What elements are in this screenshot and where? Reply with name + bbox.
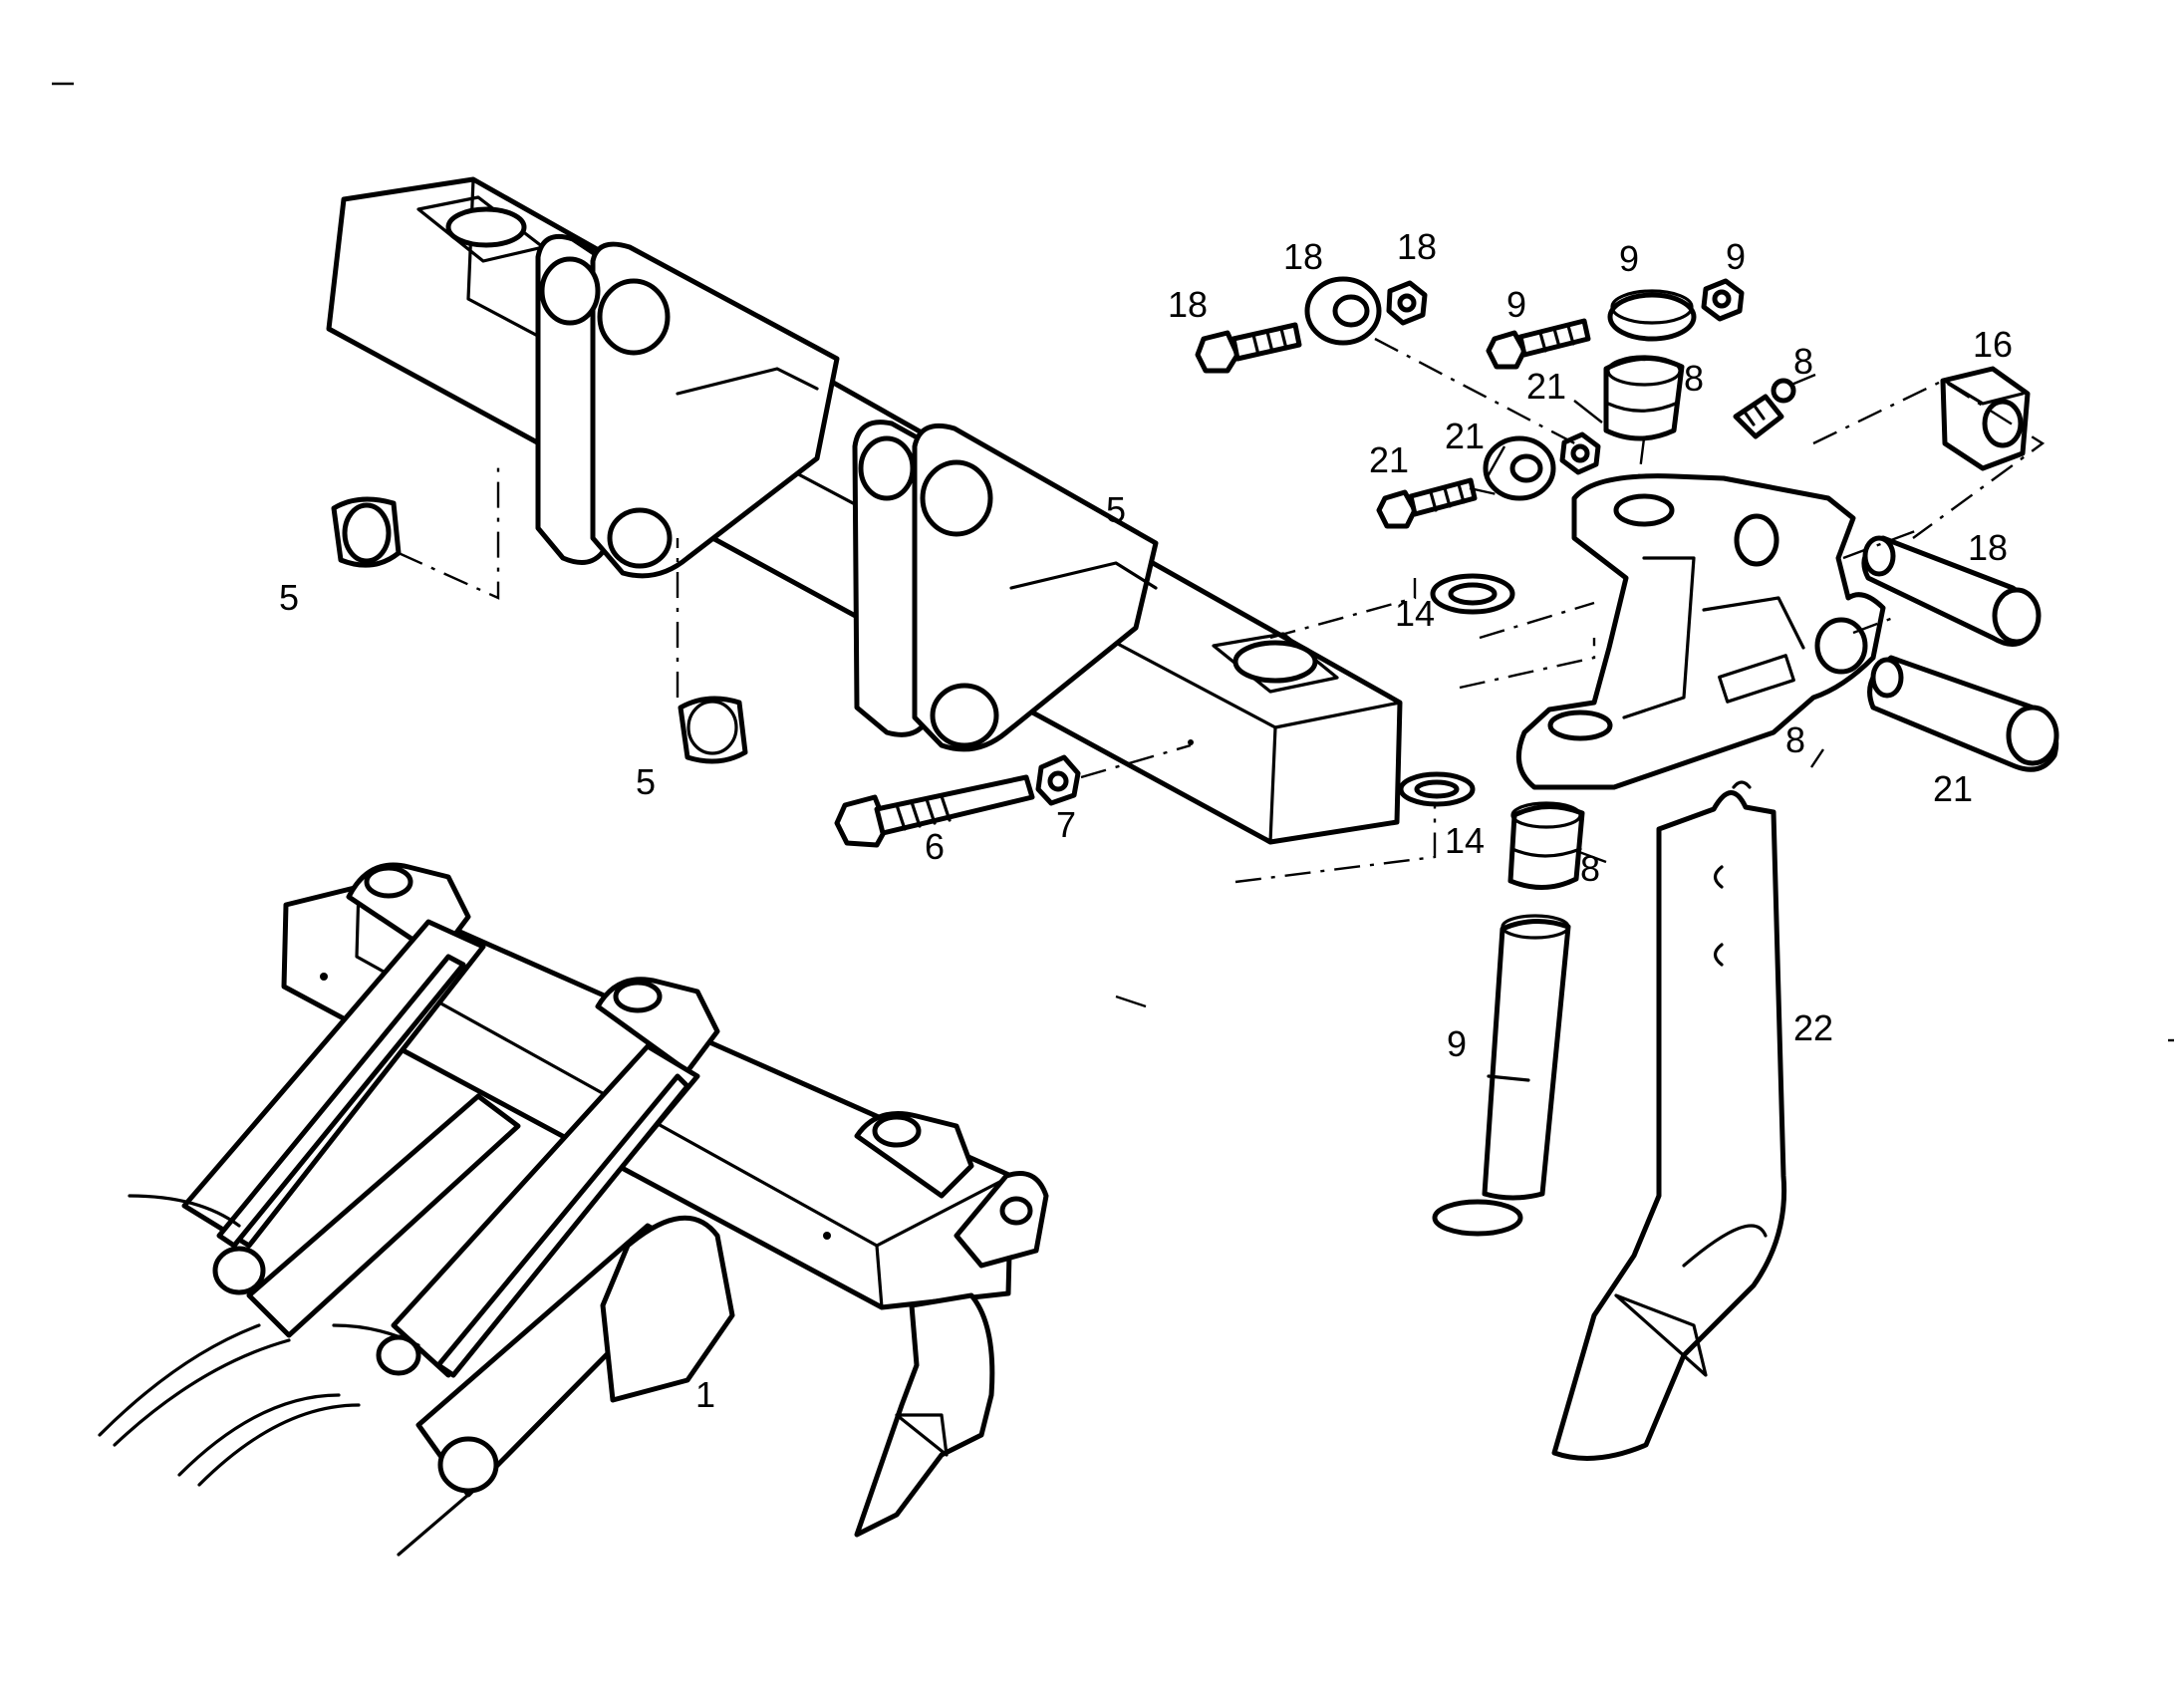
callout-14b: 14 — [1445, 820, 1485, 861]
callout-leaders — [1115, 373, 1824, 1008]
callout-18d: 18 — [1968, 527, 2008, 568]
collar-9 — [1607, 289, 1697, 342]
callout-16: 16 — [1973, 324, 2013, 365]
callout-9d: 9 — [1447, 1023, 1467, 1064]
shank-holder-8 — [1515, 473, 1886, 790]
callout-5b: 5 — [636, 761, 656, 802]
callout-8a: 8 — [1684, 358, 1704, 399]
callout-18b: 18 — [1283, 236, 1323, 277]
bushing-8-upper — [1603, 355, 1685, 441]
grease-fitting-8 — [1733, 378, 1796, 439]
callout-1: 1 — [695, 1374, 715, 1415]
collar-18 — [1304, 276, 1382, 346]
nut-7 — [1035, 754, 1081, 806]
callout-22: 22 — [1793, 1007, 1833, 1048]
pin-21 — [1867, 655, 2059, 772]
nut-21 — [1559, 431, 1601, 475]
bushing-8-lower — [1507, 801, 1585, 891]
pin-9-long — [1432, 914, 1571, 1237]
washer-14-lower — [1398, 771, 1476, 807]
callout-7: 7 — [1056, 804, 1076, 845]
callout-18a: 18 — [1168, 284, 1208, 325]
callout-5a: 5 — [279, 577, 299, 618]
bolt-21 — [1376, 477, 1478, 529]
nut-18 — [1386, 280, 1428, 326]
callout-9b: 9 — [1619, 238, 1639, 279]
assembly-lines — [398, 337, 2046, 884]
callout-9a: 9 — [1506, 284, 1526, 325]
shank-22 — [1551, 780, 1787, 1461]
callout-8d: 8 — [1580, 848, 1600, 889]
callout-5c: 5 — [1106, 489, 1126, 530]
callout-21a: 21 — [1369, 439, 1409, 480]
ripper-assembly-1 — [98, 862, 1049, 1557]
callout-21c: 21 — [1526, 366, 1566, 407]
bolt-18 — [1195, 322, 1302, 374]
main-beam-assembly — [326, 176, 1403, 845]
pin-18 — [1861, 535, 2042, 647]
callout-labels: 5 5 5 6 7 14 14 18 18 18 18 9 9 9 9 8 8 … — [279, 226, 2013, 1415]
callout-8b: 8 — [1793, 341, 1813, 382]
callout-8c: 8 — [1785, 719, 1805, 760]
callout-9c: 9 — [1726, 236, 1746, 277]
callout-14a: 14 — [1395, 593, 1435, 634]
bolt-6 — [834, 774, 1035, 848]
bolt-9 — [1486, 318, 1591, 370]
callout-21b: 21 — [1445, 416, 1485, 456]
collar-21 — [1483, 435, 1556, 501]
callout-6: 6 — [925, 826, 945, 867]
callout-21d: 21 — [1933, 768, 1973, 809]
bushing-5-left — [331, 496, 402, 568]
nut-9 — [1701, 278, 1745, 322]
pad-16 — [1940, 366, 2031, 471]
bushing-5-lower — [678, 696, 748, 764]
washer-14-upper — [1430, 573, 1515, 615]
callout-18c: 18 — [1397, 226, 1437, 267]
